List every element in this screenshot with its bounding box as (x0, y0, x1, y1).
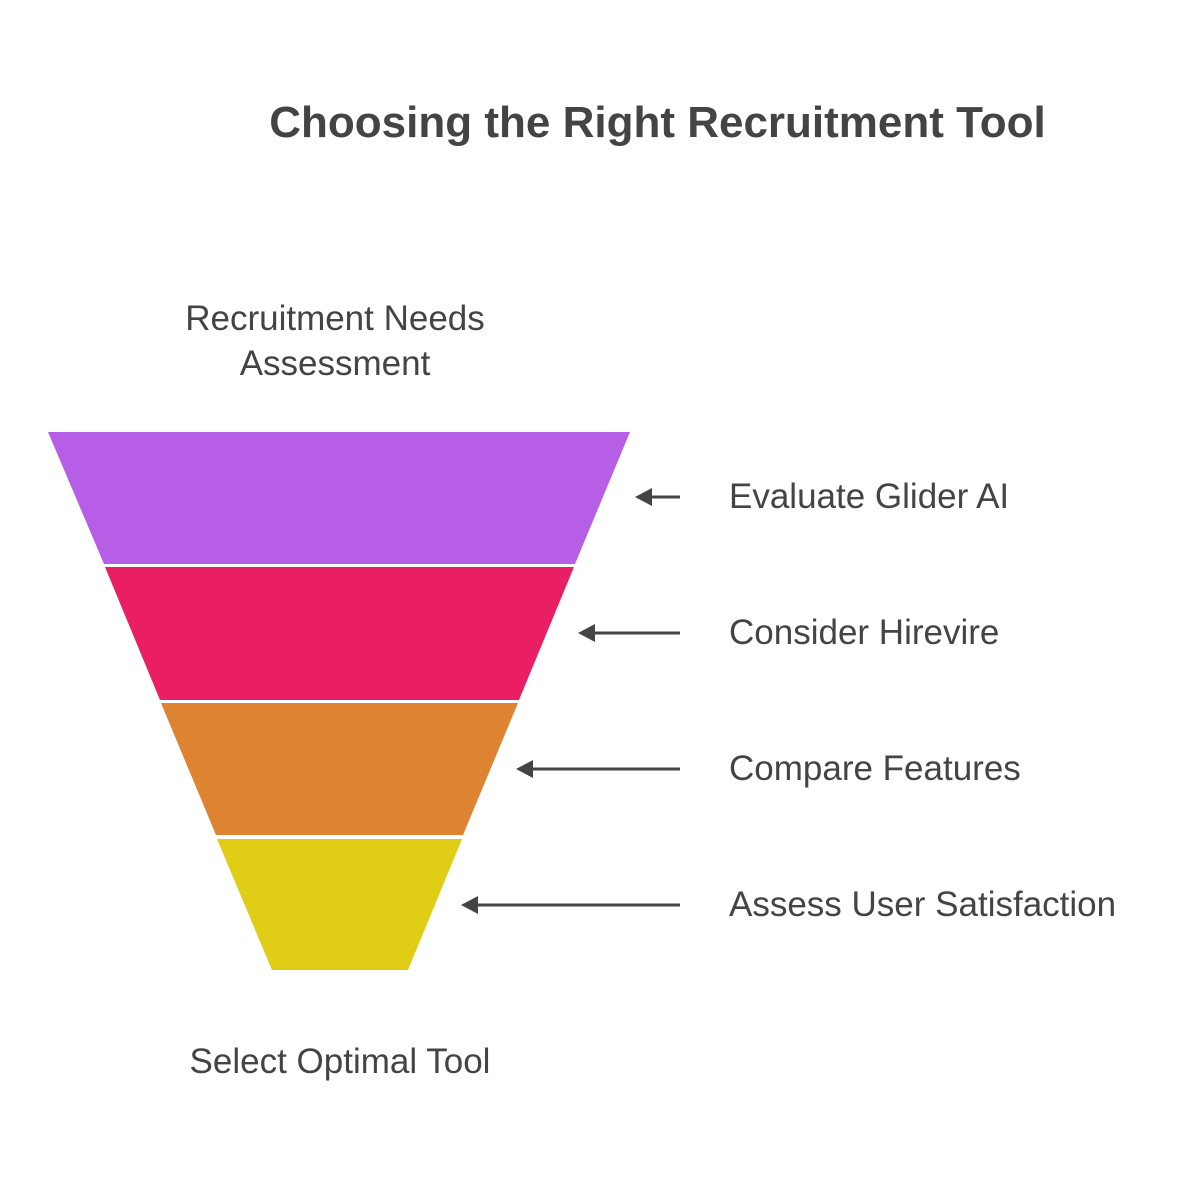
arrow-3-icon (516, 760, 680, 778)
funnel-layer-2 (105, 567, 574, 700)
arrow-4-icon (461, 896, 680, 914)
funnel-layer-4 (217, 839, 462, 970)
arrow-1-icon (635, 488, 680, 506)
stage-label-4: Assess User Satisfaction (729, 885, 1117, 924)
funnel-layer-3 (161, 703, 518, 835)
funnel-input-label-line2: Assessment (239, 344, 431, 383)
funnel-layer-1 (48, 432, 630, 564)
stage-label-1: Evaluate Glider AI (729, 477, 1010, 516)
funnel-output-label: Select Optimal Tool (189, 1042, 491, 1081)
diagram-title: Choosing the Right Recruitment Tool (269, 98, 1046, 147)
arrow-2-icon (578, 624, 680, 642)
stage-label-3: Compare Features (729, 749, 1021, 788)
stage-label-2: Consider Hirevire (729, 613, 1000, 652)
funnel-input-label-line1: Recruitment Needs (185, 299, 485, 338)
funnel-input-label: Recruitment Needs Assessment (135, 296, 535, 386)
